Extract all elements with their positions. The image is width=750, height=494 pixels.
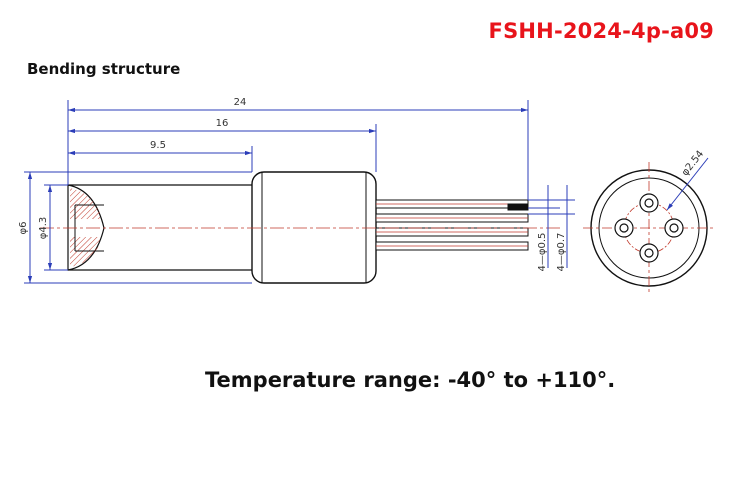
dim-inner-diameter-label: φ4.3 xyxy=(38,217,49,240)
side-view xyxy=(40,171,560,284)
hatch-slot-lower xyxy=(70,237,100,243)
dim-outer-diameter-label: φ6 xyxy=(18,222,29,235)
end-view xyxy=(583,157,715,294)
dim-total-length-label: 24 xyxy=(234,97,247,108)
dim-pin-outer-diameter-label: 4—φ0.7 xyxy=(556,233,567,272)
dim-sleeve-length-label: 9.5 xyxy=(150,140,166,151)
pins xyxy=(375,199,529,251)
product-code-title: FSHH-2024-4p-a09 xyxy=(488,19,714,43)
hatch-upper xyxy=(70,188,100,213)
dim-pin-circle-leader xyxy=(666,157,709,211)
dim-pin-circle-label: φ2.54 xyxy=(680,149,706,179)
section-subtitle: Bending structure xyxy=(27,60,181,78)
body-cylinder xyxy=(251,171,377,284)
dim-body-length-label: 16 xyxy=(216,118,229,129)
dim-pin-diameter-label: 4—φ0.5 xyxy=(537,233,548,272)
hatch-lower xyxy=(70,243,100,267)
pin-tip xyxy=(507,203,529,211)
temperature-range-text: Temperature range: -40° to +110°. xyxy=(205,368,616,392)
hatch-slot-upper xyxy=(70,213,100,219)
dimension-lines xyxy=(24,100,575,284)
